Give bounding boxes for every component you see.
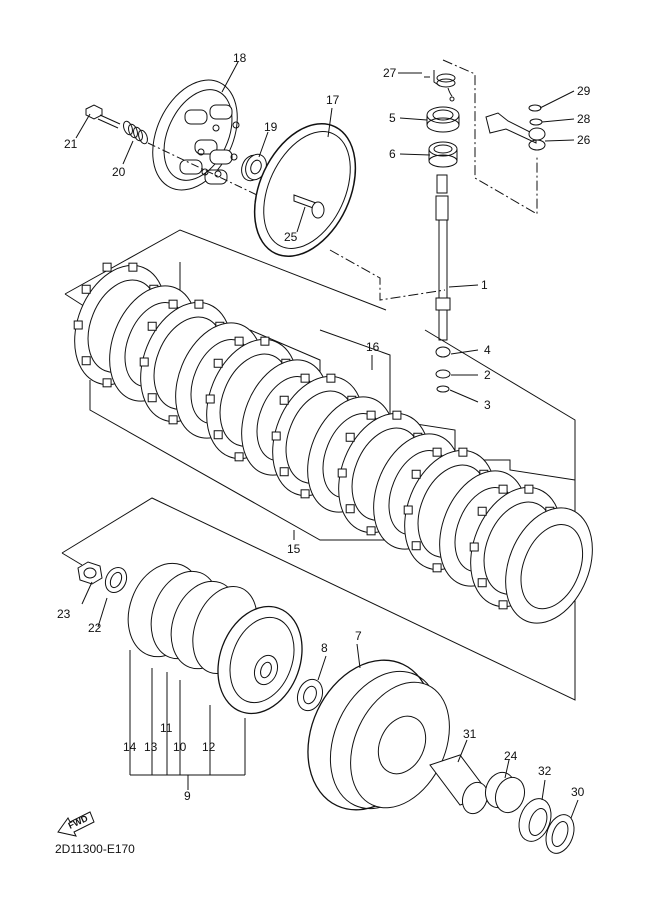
thrust-washer: [296, 678, 324, 712]
callout-5: 5: [389, 111, 396, 125]
plate-tab: [498, 484, 508, 494]
plate-tab: [477, 506, 487, 516]
forward-direction-arrow: FWD: [57, 811, 95, 837]
push-lever-shaft: [424, 70, 460, 393]
callout-4: 4: [484, 343, 491, 357]
plate-tab: [213, 358, 223, 368]
callout-24: 24: [504, 749, 518, 763]
callout-13: 13: [144, 740, 158, 754]
plate-tab: [81, 356, 91, 366]
callout-29: 29: [577, 84, 591, 98]
callout-32: 32: [538, 764, 552, 778]
callout-2: 2: [484, 368, 491, 382]
callout-28: 28: [577, 112, 591, 126]
plate-tab: [168, 299, 178, 309]
callout-18: 18: [233, 51, 247, 65]
plate-tab: [205, 394, 215, 404]
plate-tab: [392, 410, 402, 420]
callout-10: 10: [173, 740, 187, 754]
collar: [429, 754, 491, 815]
plate-tab: [477, 578, 487, 588]
pressure-plate: [152, 79, 240, 191]
push-rod: [293, 194, 325, 219]
plate-tab: [458, 447, 468, 457]
lock-washer: [104, 566, 128, 594]
plate-tab: [139, 357, 149, 367]
clutch-boss: [127, 562, 303, 715]
plate-tab: [73, 320, 83, 330]
plate-tab: [300, 489, 310, 499]
primary-driven-gear: [307, 659, 450, 811]
callout-17: 17: [326, 93, 340, 107]
plate-tab: [234, 336, 244, 346]
plate-tab: [411, 541, 421, 551]
diagram-code: 2D11300-E170: [55, 842, 135, 856]
callout-26: 26: [577, 133, 591, 147]
plate-tab: [366, 410, 376, 420]
plate-tab: [279, 467, 289, 477]
plate-tab: [147, 321, 157, 331]
callout-27: 27: [383, 66, 397, 80]
plate-tab: [337, 468, 347, 478]
callout-31: 31: [463, 727, 477, 741]
leader-lines: [75, 61, 579, 819]
callout-3: 3: [484, 398, 491, 412]
washer: [545, 814, 575, 854]
clutch-plate: [505, 507, 593, 624]
plate-tab: [345, 432, 355, 442]
callout-16: 16: [366, 340, 380, 354]
plate-tab: [403, 505, 413, 515]
plate-tab: [102, 378, 112, 388]
callout-8: 8: [321, 641, 328, 655]
callout-19: 19: [264, 120, 278, 134]
callout-9: 9: [184, 789, 191, 803]
callout-15: 15: [287, 542, 301, 556]
callout-11: 11: [160, 721, 173, 735]
plate-tab: [326, 373, 336, 383]
plate-tab: [469, 542, 479, 552]
nut: [77, 561, 103, 585]
plate-tab: [411, 469, 421, 479]
plate-tab: [300, 373, 310, 383]
plate-tab: [345, 504, 355, 514]
plate-tab: [194, 299, 204, 309]
plate-tab: [432, 563, 442, 573]
callout-25: 25: [284, 230, 298, 244]
callout-20: 20: [112, 165, 126, 179]
callout-22: 22: [88, 621, 102, 635]
plate-tab: [432, 447, 442, 457]
plate-tab: [147, 393, 157, 403]
plate-tab: [128, 262, 138, 272]
plate-tab: [279, 395, 289, 405]
plate-tab: [366, 526, 376, 536]
needle-bearing: [484, 771, 526, 814]
plate-tab: [213, 430, 223, 440]
spring: [123, 120, 148, 145]
callout-12: 12: [202, 740, 216, 754]
callout-23: 23: [57, 607, 71, 621]
clutch-arm: [485, 104, 546, 151]
plate-tab: [234, 452, 244, 462]
plate-tab: [168, 415, 178, 425]
plate-tab: [271, 431, 281, 441]
plate-tab: [102, 262, 112, 272]
plate-tab: [498, 600, 508, 610]
plate-tab: [524, 484, 534, 494]
callout-1: 1: [481, 278, 488, 292]
callout-7: 7: [355, 629, 362, 643]
callout-30: 30: [571, 785, 585, 799]
bearing: [241, 153, 267, 182]
plate-tab: [260, 336, 270, 346]
callout-21: 21: [64, 137, 78, 151]
plate-tab: [81, 284, 91, 294]
callout-14: 14: [123, 740, 137, 754]
callout-6: 6: [389, 147, 396, 161]
friction-plate-top: [253, 123, 357, 257]
bolt: [85, 104, 121, 129]
clutch-plate-stack: [73, 262, 593, 624]
